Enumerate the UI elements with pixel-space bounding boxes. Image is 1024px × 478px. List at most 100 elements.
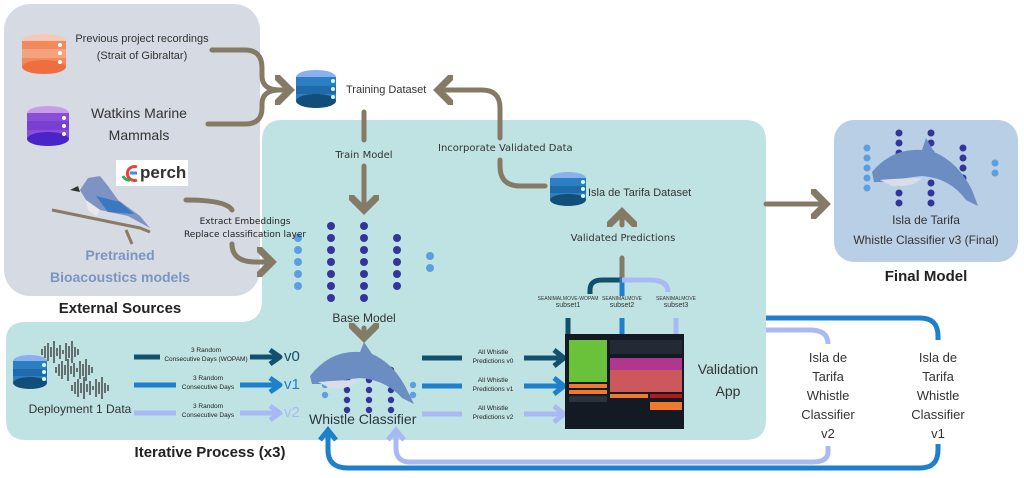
subset1-name: subset1 [555, 302, 581, 309]
pred-v2-line1: All Whistle [477, 405, 509, 412]
feedback-label-v2: Isla de Tarifa Whistle Classifier v2 [790, 348, 866, 443]
branch-subset3 [622, 277, 671, 293]
network-node [409, 381, 417, 389]
network-node [426, 264, 434, 272]
train-model-label: Train Model [335, 150, 393, 161]
database-icon-training [296, 70, 336, 108]
network-node [393, 246, 401, 254]
network-node [360, 270, 368, 278]
validation-app-line1: Validation [697, 361, 759, 377]
dolphin-icon-whistle-classifier [310, 342, 414, 404]
network-node [294, 270, 302, 278]
network-node [927, 179, 935, 187]
pred-arrow-v1 [524, 376, 567, 396]
training-dataset-label: Training Dataset [346, 84, 427, 96]
prediction-label-v1: All Whistle Predictions v1 [462, 376, 524, 394]
network-node [863, 144, 871, 152]
arrow-previous-to-training [209, 47, 291, 93]
arrow-incorporate-top [438, 90, 503, 141]
deployment-data-label: Deployment 1 Data [28, 402, 132, 416]
network-node [294, 246, 302, 254]
network-node [863, 164, 871, 172]
input-label-v0: 3 Random Consecutive Days (WOPAM) [160, 346, 252, 364]
pretrained-models-label: Pretrained Bioacoustics models [20, 244, 220, 288]
subset2-project: SEANIMALMOVE [601, 296, 642, 302]
network-node [360, 258, 368, 266]
network-node [409, 391, 417, 399]
network-node [360, 246, 368, 254]
validation-app-line2: App [715, 383, 741, 399]
version-v2: v2 [284, 404, 300, 421]
input-v1-line2: Consecutive Days [181, 384, 235, 391]
subset2-name: subset2 [609, 302, 635, 309]
input-label-v2: 3 Random Consecutive Days [176, 402, 240, 420]
pred-arrow-v2 [524, 404, 567, 424]
input-label-v1: 3 Random Consecutive Days [176, 374, 240, 392]
input-v2-line1: 3 Random [193, 403, 223, 410]
feedback-v1-loop [318, 425, 941, 471]
network-node [991, 169, 999, 177]
network-node [895, 139, 903, 147]
feedback-v2-top [766, 327, 831, 345]
google-g-icon [121, 165, 138, 182]
subset1-project: SEANIMALMOVE-WOPAM [537, 296, 599, 302]
whistle-classifier-label: Whistle Classifier [309, 411, 417, 427]
network-node [927, 129, 935, 137]
network-node [294, 258, 302, 266]
version-v0: v0 [284, 348, 300, 365]
database-icon-watkins [27, 106, 69, 146]
network-node [294, 234, 302, 242]
version-v1: v1 [284, 376, 300, 393]
pretrained-line2: Bioacoustics models [49, 269, 191, 285]
extract-line1: Extract Embeddings [199, 217, 291, 227]
final-model-title: Final Model [884, 268, 968, 285]
network-node [393, 258, 401, 266]
network-node [327, 222, 335, 230]
fb-v2-l3: Whistle [806, 388, 850, 403]
dolphin-icon-final [872, 138, 978, 206]
network-node [327, 258, 335, 266]
pred-v1-line2: Predictions v1 [472, 386, 514, 393]
input-v2-line2: Consecutive Days [181, 412, 235, 419]
network-node [327, 246, 335, 254]
network-node [365, 386, 373, 394]
network-node [927, 199, 935, 207]
database-icon-tarifa [550, 172, 586, 206]
prediction-label-v0: All Whistle Predictions v0 [462, 348, 524, 366]
database-icon-deployment [13, 355, 47, 389]
network-node [343, 386, 351, 394]
validation-app-screenshot [565, 334, 684, 429]
fb-v1-l2: Tarifa [922, 369, 954, 384]
fb-v2-l1: Isla de [808, 350, 848, 365]
network-node [863, 184, 871, 192]
pred-arrow-v0 [524, 348, 567, 368]
pretrained-line1: Pretrained [85, 247, 155, 263]
pred-v0-line1: All Whistle [477, 349, 509, 356]
previous-recordings-line1: Previous project recordings [75, 33, 209, 45]
network-node [863, 154, 871, 162]
network-node [343, 396, 351, 404]
external-sources-panel [4, 4, 260, 296]
input-arrow-v2 [240, 403, 283, 423]
fb-v1-l4: Classifier [911, 407, 965, 422]
network-node [294, 282, 302, 290]
network-node [343, 406, 351, 414]
feedback-v2-loop [386, 425, 831, 465]
final-model-name: Isla de Tarifa Whistle Classifier v3 (Fi… [834, 210, 1018, 250]
network-node [393, 270, 401, 278]
arrow-perch-to-base [229, 241, 272, 262]
fb-v2-l5: v2 [821, 426, 835, 441]
arrow-incorporate-bottom [497, 157, 548, 189]
bird-illustration [51, 176, 151, 245]
network-node [321, 391, 329, 399]
fb-v2-l4: Classifier [801, 407, 855, 422]
fb-v1-l1: Isla de [918, 350, 958, 365]
network-node [360, 282, 368, 290]
previous-recordings-line2: (Strait of Gibraltar) [96, 50, 188, 62]
network-node [387, 406, 395, 414]
network-node [959, 164, 967, 172]
fb-v1-l3: Whistle [916, 388, 960, 403]
network-node [959, 144, 967, 152]
base-model-label: Base Model [332, 311, 396, 325]
